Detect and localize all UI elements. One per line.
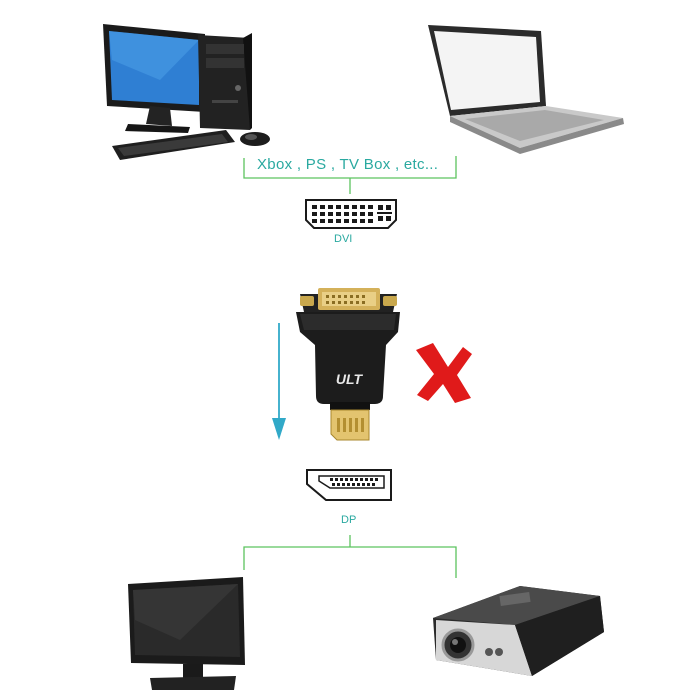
adapter-brand-text: ULT bbox=[336, 371, 364, 387]
top-connector-lines bbox=[243, 156, 457, 194]
bottom-connector-lines bbox=[243, 535, 457, 578]
adapter-icon bbox=[296, 288, 400, 441]
down-arrow-icon bbox=[272, 323, 286, 440]
monitor-icon bbox=[128, 577, 245, 690]
desktop-computer-icon bbox=[103, 24, 270, 160]
dp-label: DP bbox=[341, 514, 357, 526]
cross-icon bbox=[416, 343, 472, 403]
dvi-port-icon bbox=[305, 199, 397, 229]
laptop-icon bbox=[428, 25, 624, 154]
sources-label: Xbox , PS , TV Box , etc... bbox=[257, 156, 439, 173]
dvi-label: DVI bbox=[334, 233, 353, 245]
projector-icon bbox=[433, 586, 604, 676]
displayport-port-icon bbox=[306, 469, 392, 501]
